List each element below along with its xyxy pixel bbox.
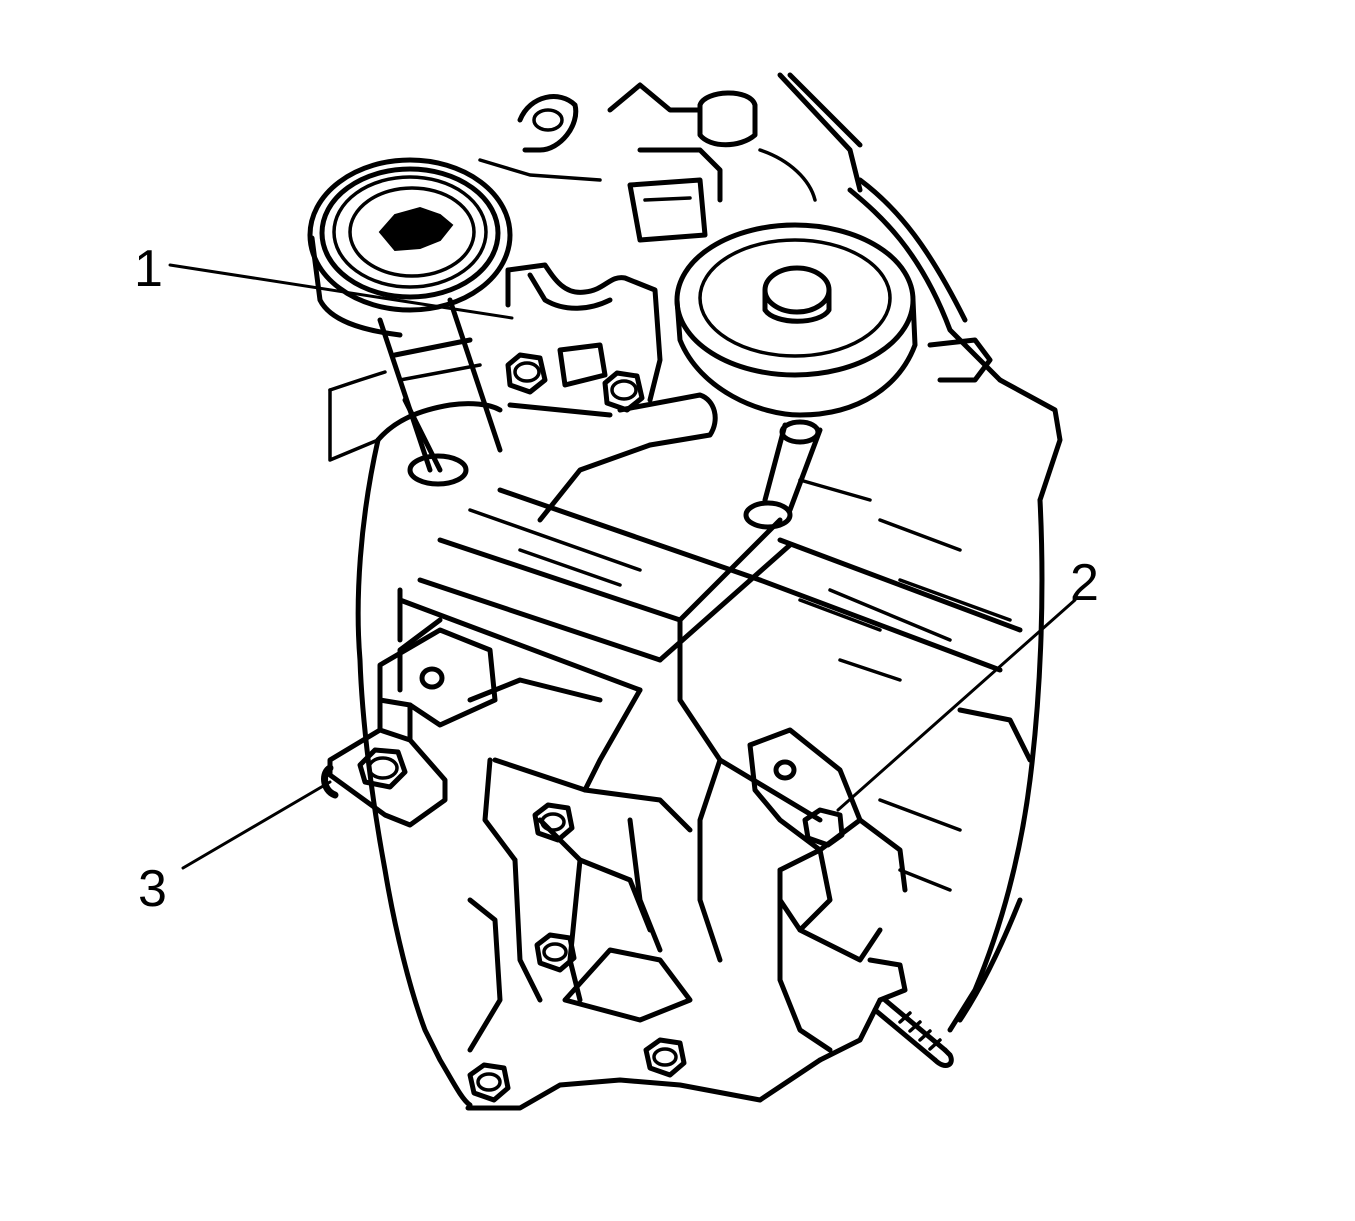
pulley xyxy=(307,157,513,338)
cover-bolt-4 xyxy=(467,1062,511,1103)
center-cover xyxy=(467,757,723,1053)
leader-line-3 xyxy=(181,780,332,870)
callout-3: 3 xyxy=(138,860,167,918)
bolt-upper-left xyxy=(505,352,548,395)
right-casing-details xyxy=(878,707,1033,1023)
bracket-2-assembly xyxy=(747,727,954,1068)
cooler-pipes xyxy=(537,419,823,530)
cover-bolt-3 xyxy=(643,1037,687,1078)
bracket-3-assembly xyxy=(321,627,498,828)
round-cover xyxy=(674,222,918,418)
top-harness xyxy=(478,72,1003,383)
cover-bolt-1 xyxy=(532,802,575,843)
callout-1: 1 xyxy=(134,240,163,298)
bracket-1-assembly xyxy=(505,262,718,448)
leader-line-2 xyxy=(836,598,1077,812)
case-ribs xyxy=(397,478,1023,823)
stud xyxy=(872,997,954,1068)
cover-bolt-2 xyxy=(534,932,577,973)
callout-2: 2 xyxy=(1070,554,1099,612)
bolt-upper-right xyxy=(602,370,645,413)
actuator-cylinder xyxy=(377,297,503,487)
transmission-case-outline xyxy=(328,370,1063,1111)
leader-line-1 xyxy=(168,263,514,320)
